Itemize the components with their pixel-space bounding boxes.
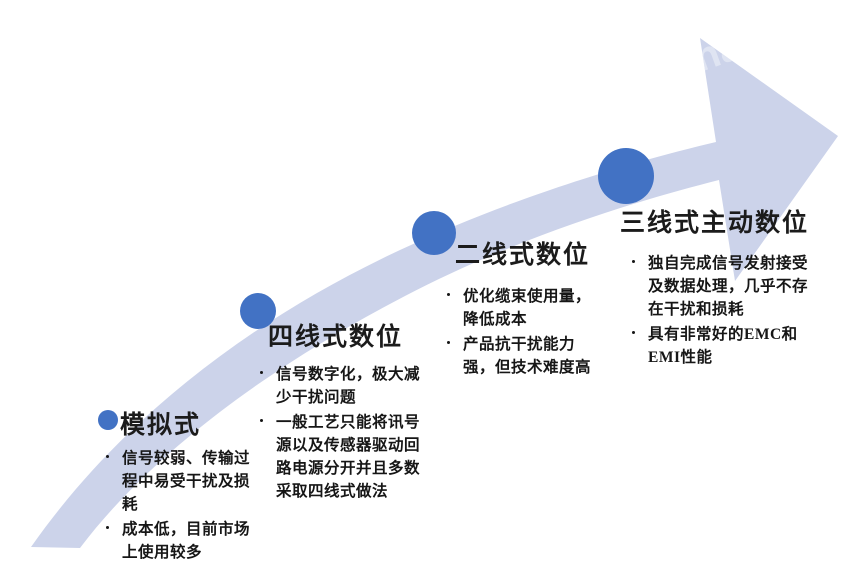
bullet-dot-icon [106,526,109,530]
bullet-text: 一般工艺只能将讯号源以及传感器驱动回路电源分开并且多数采取四线式做法 [276,414,421,500]
bullet-dot-icon [447,293,450,297]
stage-marker-analog [98,410,118,430]
list-item: 产品抗干扰能力强，但技术难度高 [445,333,605,379]
stage-title-analog: 模拟式 [120,412,202,439]
list-item: 信号较弱、传输过程中易受干扰及损耗 [104,447,254,516]
bullet-dot-icon [447,341,450,345]
bullet-text: 信号较弱、传输过程中易受干扰及损耗 [122,450,251,513]
list-item: 具有非常好的EMC和EMI性能 [630,323,810,369]
watermark-text: qichacha [634,0,813,100]
bullet-text: 独自完成信号发射接受及数据处理，几乎不存在干扰和损耗 [648,255,809,318]
bullet-dot-icon [106,455,109,459]
bullet-text: 成本低，目前市场上使用较多 [122,521,251,561]
list-item: 成本低，目前市场上使用较多 [104,518,254,564]
list-item: 一般工艺只能将讯号源以及传感器驱动回路电源分开并且多数采取四线式做法 [258,411,423,503]
bullet-dot-icon [632,260,635,264]
stage-bullets-four-wire-digital: 信号数字化，极大减少干扰问题 一般工艺只能将讯号源以及传感器驱动回路电源分开并且… [258,363,423,505]
list-item: 优化缆束使用量，降低成本 [445,285,605,331]
stage-bullets-two-wire-digital: 优化缆束使用量，降低成本 产品抗干扰能力强，但技术难度高 [445,285,605,381]
stage-title-four-wire-digital: 四线式数位 [268,324,404,351]
stage-bullets-three-wire-active-digital: 独自完成信号发射接受及数据处理，几乎不存在干扰和损耗 具有非常好的EMC和EMI… [630,252,810,371]
stage-title-two-wire-digital: 二线式数位 [455,242,591,269]
list-item: 信号数字化，极大减少干扰问题 [258,363,423,409]
stage-marker-two-wire-digital [412,211,456,255]
bullet-dot-icon [632,331,635,335]
stage-marker-three-wire-active-digital [598,148,654,204]
bullet-text: 信号数字化，极大减少干扰问题 [276,366,421,406]
stage-bullets-analog: 信号较弱、传输过程中易受干扰及损耗 成本低，目前市场上使用较多 [104,447,254,566]
stage-marker-four-wire-digital [240,293,276,329]
bullet-text: 具有非常好的EMC和EMI性能 [648,326,798,366]
stage-title-three-wire-active-digital: 三线式主动数位 [620,210,810,237]
list-item: 独自完成信号发射接受及数据处理，几乎不存在干扰和损耗 [630,252,810,321]
bullet-dot-icon [260,419,263,423]
bullet-text: 优化缆束使用量，降低成本 [463,288,592,328]
bullet-text: 产品抗干扰能力强，但技术难度高 [463,336,592,376]
bullet-dot-icon [260,371,263,375]
